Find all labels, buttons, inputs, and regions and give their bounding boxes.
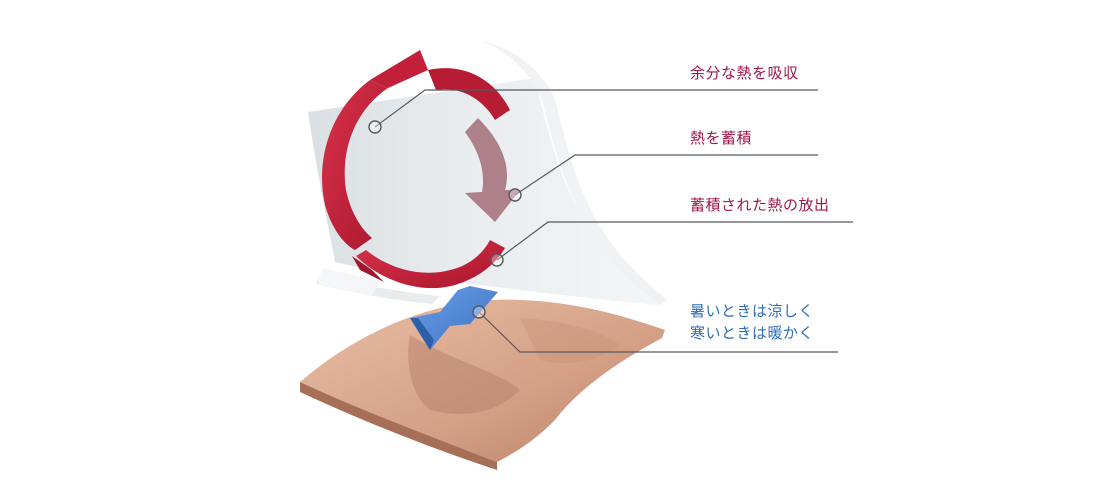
leader-line-store	[514, 154, 818, 196]
callout-store-heat: 熱を蓄積	[690, 129, 753, 147]
anchor-dot-release	[490, 253, 504, 267]
anchor-dot-regulate	[472, 305, 486, 319]
callout-warm-when-cold: 寒いときは暖かく	[690, 324, 815, 342]
callout-cool-when-hot: 暑いときは涼しく	[690, 302, 815, 320]
skin-layer	[300, 299, 665, 470]
heat-cycle-ring	[322, 50, 520, 289]
callout-temperature-regulation: 暑いときは涼しく 寒いときは暖かく	[690, 300, 814, 344]
leader-line-release	[496, 221, 853, 261]
callout-anchors	[368, 120, 522, 319]
cooling-arrow	[410, 286, 498, 350]
leader-line-regulate	[478, 311, 838, 353]
callout-release-stored-heat: 蓄積された熱の放出	[690, 196, 830, 214]
callout-absorb-excess-heat: 余分な熱を吸収	[690, 64, 799, 82]
leader-line-absorb	[374, 89, 818, 128]
leader-lines	[374, 89, 853, 353]
anchor-dot-absorb	[368, 120, 382, 134]
anchor-dot-store	[508, 188, 522, 202]
